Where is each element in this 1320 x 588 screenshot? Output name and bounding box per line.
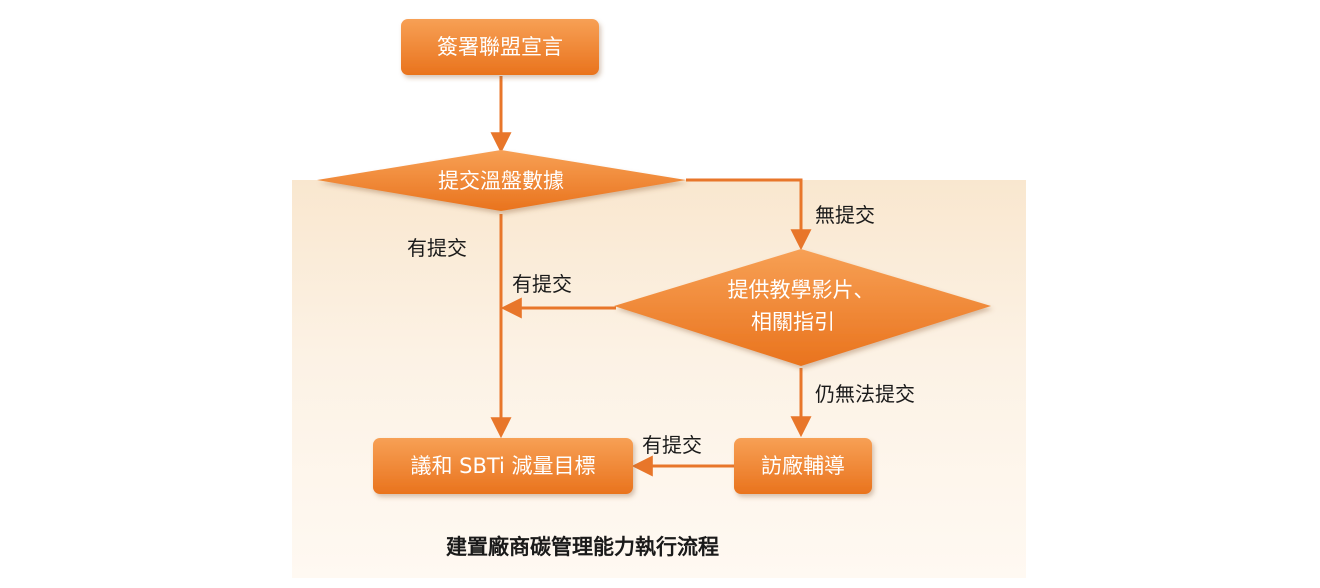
node-tutorial-label-line2: 相關指引 [751,310,835,334]
node-tutorial-label-line1: 提供教學影片、 [727,278,875,302]
node-sbti-label: 議和 SBTi 減量目標 [410,454,596,478]
node-tutorial [614,249,991,366]
node-submit [317,150,686,211]
node-sign-label: 簽署聯盟宣言 [437,35,563,59]
edge-label-still-cannot: 仍無法提交 [815,382,915,406]
edge-label-submitted-mid: 有提交 [512,272,572,296]
node-visit-label: 訪廠輔導 [761,454,845,478]
edge-label-submitted-bottom: 有提交 [642,433,702,457]
node-sign [401,19,599,75]
arrow-submit-to-tutorial [686,178,812,251]
node-visit [734,438,872,494]
edge-label-submitted-left: 有提交 [407,236,467,260]
diagram-caption: 建置廠商碳管理能力執行流程 [446,535,719,559]
edge-label-no-submit: 無提交 [815,203,875,227]
node-sbti [373,438,633,494]
node-submit-label: 提交溫盤數據 [438,169,564,193]
background-panel [292,180,1026,578]
